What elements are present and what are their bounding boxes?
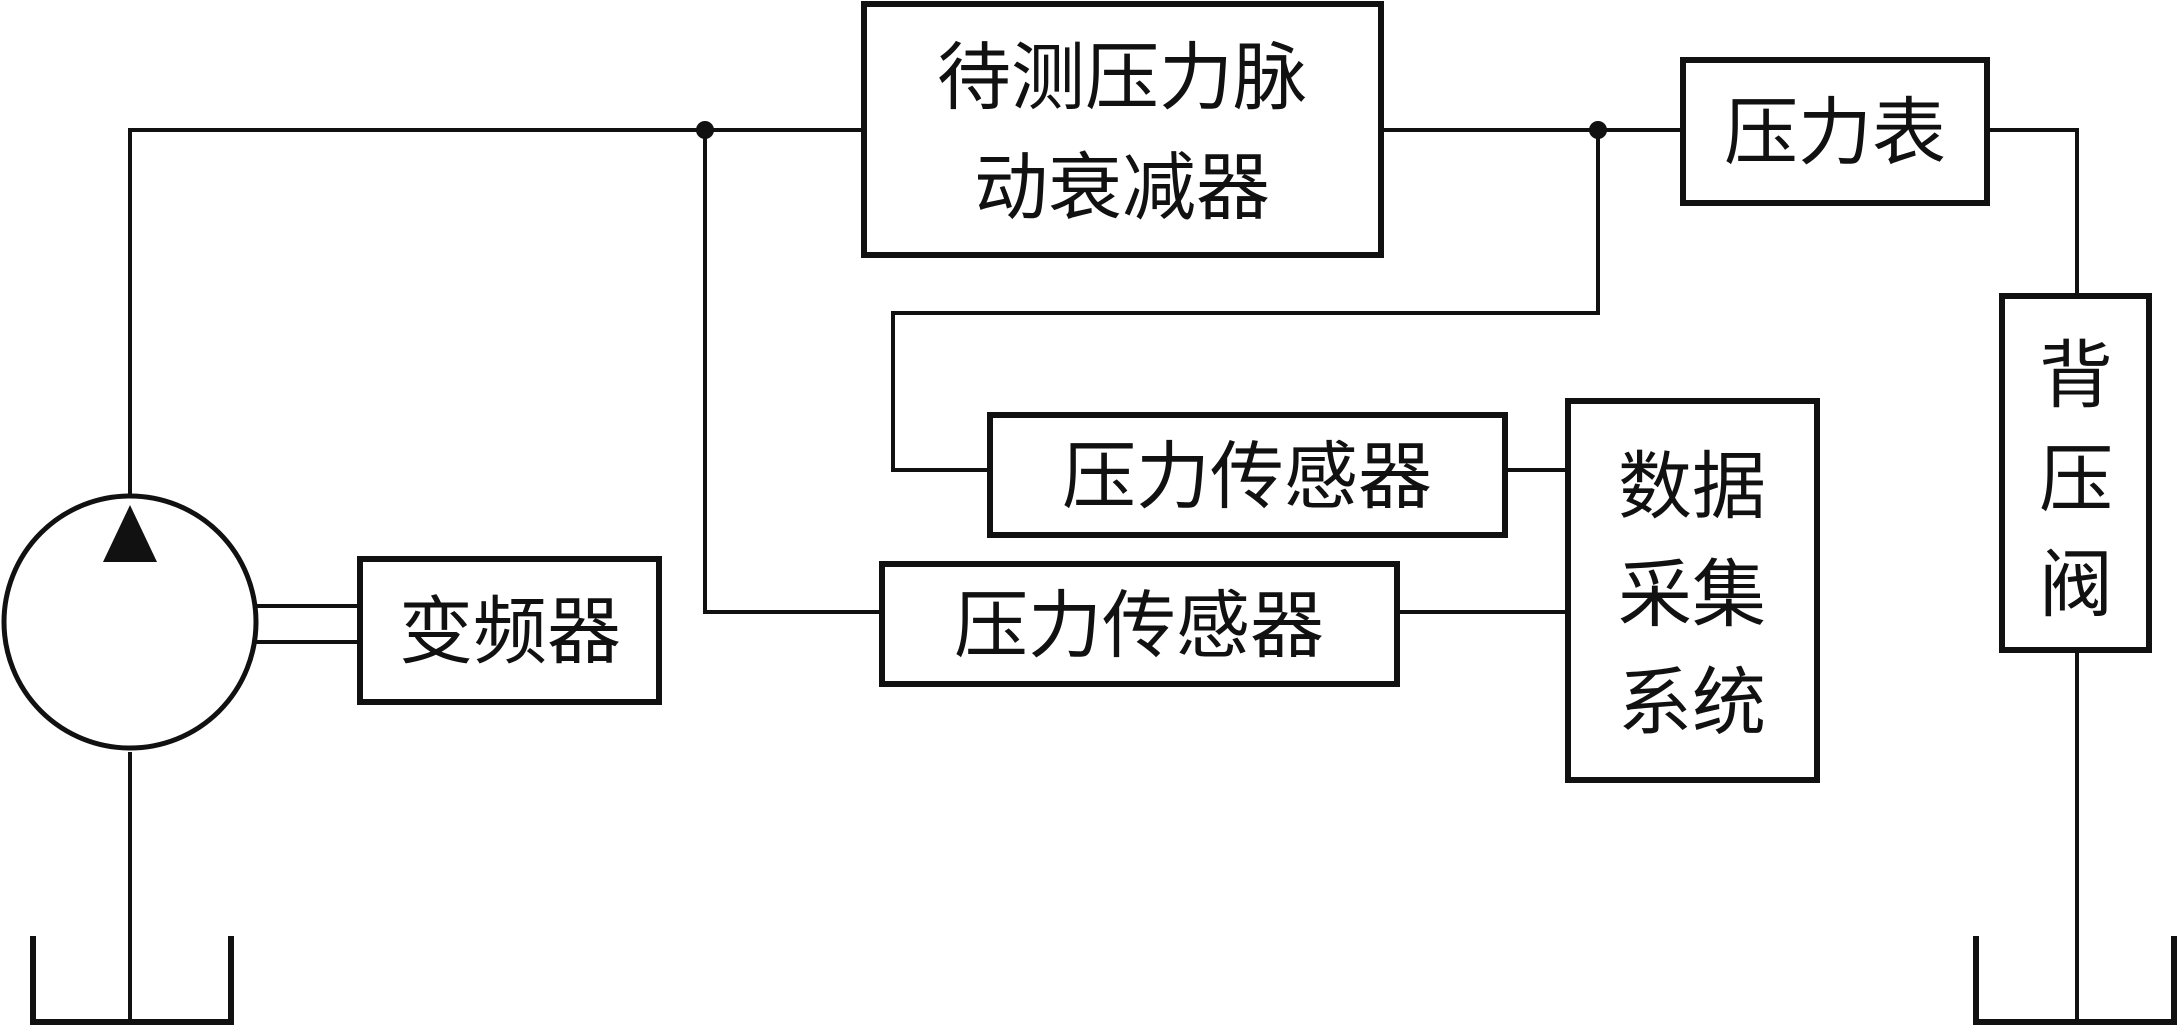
attenuator-box <box>861 1 1384 258</box>
data-acquisition-label-row1: 数据 <box>1618 444 1766 530</box>
pressure-sensor-lower-box <box>879 561 1400 687</box>
pump-outlet-line <box>128 128 864 495</box>
back-pressure-valve-char-2: 压 <box>2039 437 2113 523</box>
data-acquisition-label-row2: 采集 <box>1618 552 1766 638</box>
pressure-sensor-lower-label: 压力传感器 <box>954 583 1324 669</box>
upper-sensor-branch-line <box>891 130 1600 472</box>
lower-sensor-branch-line <box>703 130 882 614</box>
junction-node-1 <box>696 121 714 139</box>
gauge-to-valve-line <box>1987 128 2079 296</box>
back-pressure-valve-char-1: 背 <box>2039 333 2113 419</box>
data-acquisition-label-row3: 系统 <box>1618 660 1766 746</box>
pressure-gauge-label: 压力表 <box>1724 90 1946 176</box>
pressure-sensor-upper-box <box>987 412 1508 538</box>
frequency-converter-box <box>357 556 662 705</box>
pressure-gauge-box <box>1680 57 1990 206</box>
pump-circle <box>1 493 259 751</box>
junction-node-2 <box>1589 121 1607 139</box>
right-tank <box>1973 936 2177 1025</box>
left-tank <box>30 936 234 1025</box>
wires <box>128 128 2079 1022</box>
pressure-sensor-upper-label: 压力传感器 <box>1062 434 1432 520</box>
hydraulic-pump <box>1 493 259 751</box>
attenuator-label-line2: 动衰减器 <box>974 145 1270 231</box>
back-pressure-valve-char-3: 阀 <box>2039 542 2113 628</box>
back-pressure-valve-box <box>1999 293 2152 653</box>
data-acquisition-box <box>1565 398 1820 783</box>
frequency-converter-label: 变频器 <box>399 589 621 675</box>
pump-direction-triangle-icon <box>103 505 157 562</box>
attenuator-label-line1: 待测压力脉 <box>937 35 1307 121</box>
